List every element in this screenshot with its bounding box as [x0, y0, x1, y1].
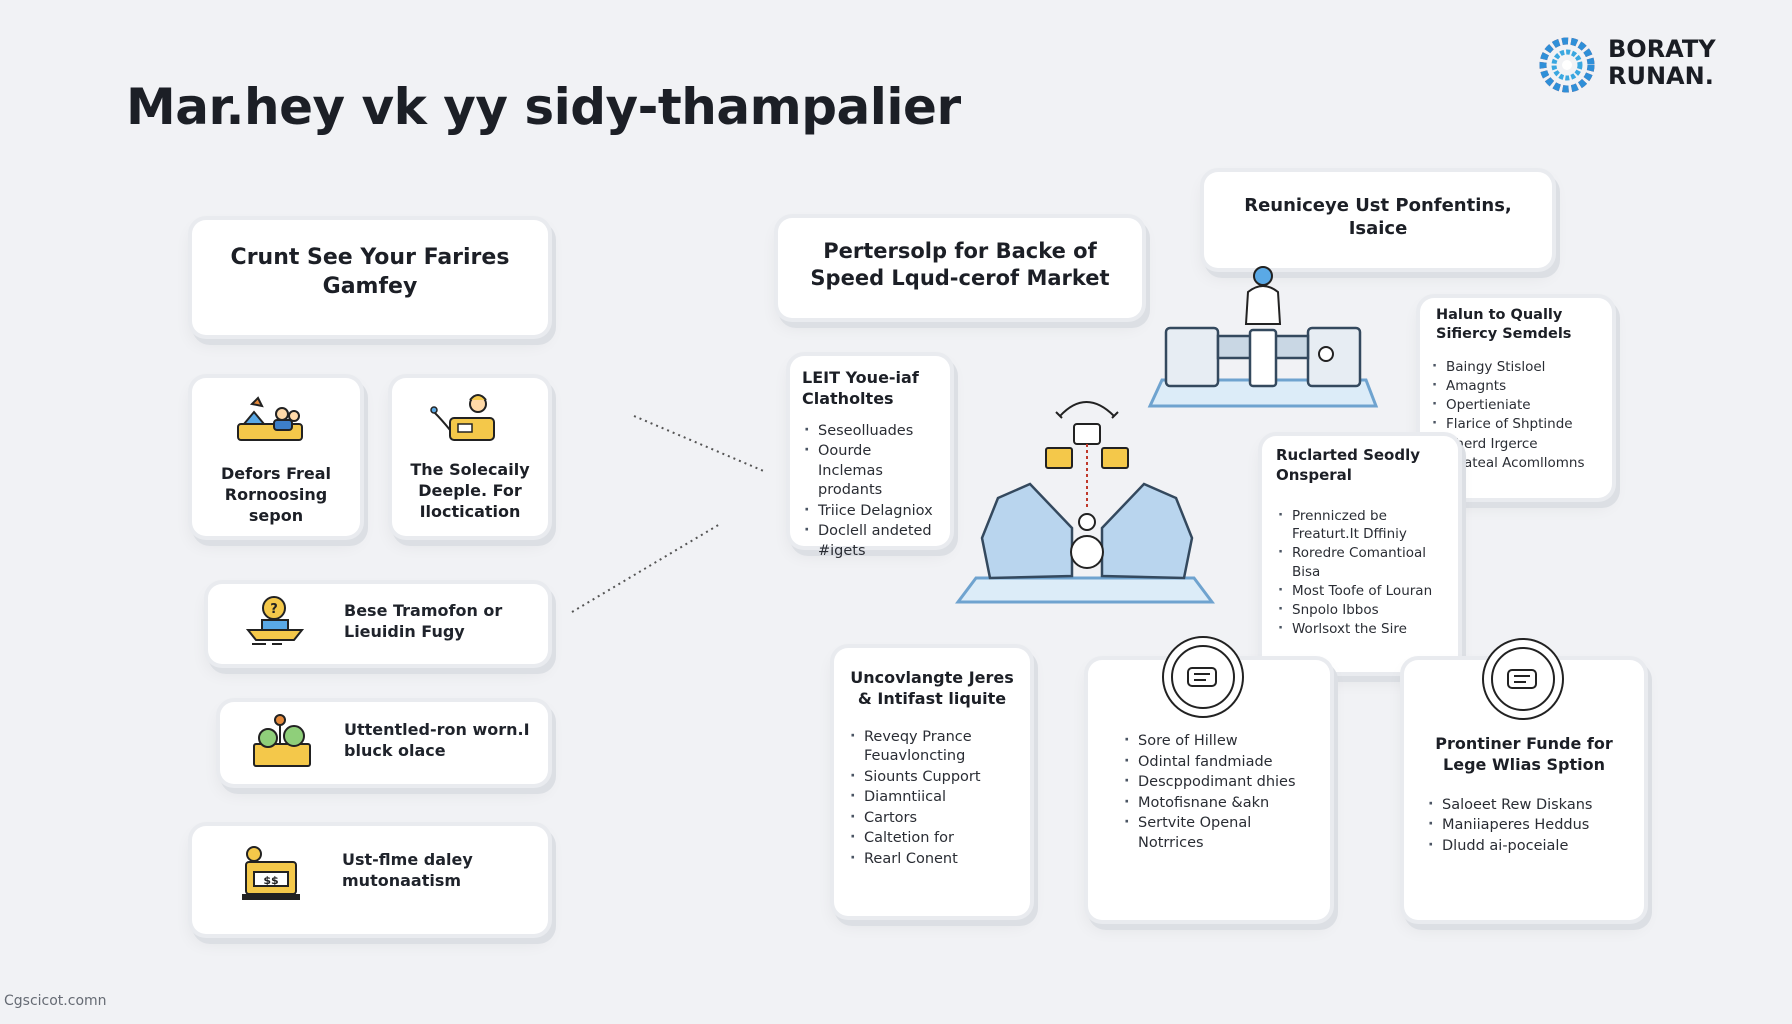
list-item: Snpolo Ibbos — [1276, 600, 1444, 619]
footer-watermark: Cgscicot.comn — [4, 993, 107, 1009]
list-item: Sore of Hillew — [1122, 731, 1310, 752]
center-list-card: LEIT Youe-iaf Clatholtes Seseolluades Oo… — [790, 356, 950, 559]
list-item: Seseolluades — [802, 421, 938, 442]
robot-badge-icon — [1162, 636, 1244, 718]
list-item: Diamntiical — [848, 787, 1016, 808]
quality-list: Baingy Stisloel Amagnts Opertieniate Fla… — [1430, 357, 1602, 472]
right-dispersal-card: Ruclarted Seodly Onsperal Prenniczed be … — [1262, 436, 1458, 672]
list-item: Triice Delagniox — [802, 501, 938, 522]
plant-box-icon — [253, 714, 311, 767]
list-item: Cartors — [848, 808, 1016, 829]
bottom-list-2: Sore of Hillew Odintal fandmiade Descppo… — [1122, 731, 1310, 853]
list-item: Odintal fandmiade — [1122, 752, 1310, 773]
page-title: Mar.hey vk yy sidy-thampalier — [126, 78, 961, 136]
left-row-card-2: Uttentled-ron worn.I bluck olace — [220, 702, 548, 784]
list-item: Rearl Conent — [848, 849, 1016, 870]
left-top-card: Crunt See Your Farires Gamfey — [192, 220, 548, 335]
svg-text:?: ? — [270, 602, 278, 617]
assembly-machine-illustration — [955, 401, 1215, 604]
list-item: Caltetion for — [848, 828, 1016, 849]
dispersal-list: Prenniczed be Freaturt.It Dffiniy Roredr… — [1276, 506, 1444, 639]
left-small-card-a: Defors Freal Rornoosing sepon — [192, 378, 360, 536]
left-row-card-3: $$ Ust-flme daley mutonaatism — [192, 826, 548, 934]
left-small-card-b: The Solecaily Deeple. For Iloctication — [392, 378, 548, 536]
people-map-icon — [237, 396, 303, 441]
robot-station-illustration — [1147, 266, 1379, 408]
cash-register-icon: $$ — [242, 846, 300, 900]
worker-desk-icon — [430, 394, 495, 441]
list-item: Reveqy Prance Feuavloncting — [848, 727, 1016, 767]
list-item: Dludd ai-poceiale — [1426, 836, 1622, 857]
list-item: Roredre Comantioal Bisa — [1276, 543, 1444, 580]
list-item: Worlsoxt the Sire — [1276, 619, 1444, 638]
list-item: Sertvite Openal Notrrices — [1122, 813, 1310, 853]
list-item: Saloeet Rew Diskans — [1426, 795, 1622, 816]
list-item: Descppodimant dhies — [1122, 772, 1310, 793]
list-item: Flarice of Shptinde — [1430, 414, 1602, 433]
list-item: Siounts Cupport — [848, 767, 1016, 788]
dotted-connector-lines — [571, 415, 767, 613]
left-row-card-1: ? Bese Tramofon or Lieuidin Fugy — [208, 584, 548, 664]
list-item: Most Toofe of Louran — [1276, 581, 1444, 600]
bottom-list-1: Reveqy Prance Feuavloncting Siounts Cupp… — [848, 727, 1016, 870]
right-top-card: Reuniceye Ust Ponfentins, Isaice — [1204, 172, 1552, 268]
bottom-card-1: Uncovlangte Jeres & Intifast liquite Rev… — [834, 648, 1030, 916]
svg-text:$$: $$ — [263, 874, 278, 887]
list-item: Maniiaperes Heddus — [1426, 815, 1622, 836]
list-item: Opertieniate — [1430, 395, 1602, 414]
list-item: Amagnts — [1430, 376, 1602, 395]
list-item: Baingy Stisloel — [1430, 357, 1602, 376]
list-item: Doclell andeted #igets — [802, 521, 938, 561]
list-item: Prenniczed be Freaturt.It Dffiniy — [1276, 506, 1444, 543]
brand-name: BORATY RUNAN. — [1608, 35, 1716, 90]
list-item: Motofisnane &akn — [1122, 793, 1310, 814]
brand-logo-icon — [1539, 37, 1595, 93]
right-quality-card: Halun to Qually Sifiercy Semdels Baingy … — [1420, 298, 1612, 498]
coin-scale-icon: ? — [245, 596, 305, 645]
bottom-list-3: Saloeet Rew Diskans Maniiaperes Heddus D… — [1426, 795, 1622, 857]
robot-badge-icon — [1482, 638, 1564, 720]
list-item: Oourde Inclemas prodants — [802, 441, 938, 501]
center-list: Seseolluades Oourde Inclemas prodants Tr… — [802, 421, 938, 562]
center-top-card: Pertersolp for Backe of Speed Lqud-cerof… — [778, 218, 1142, 318]
